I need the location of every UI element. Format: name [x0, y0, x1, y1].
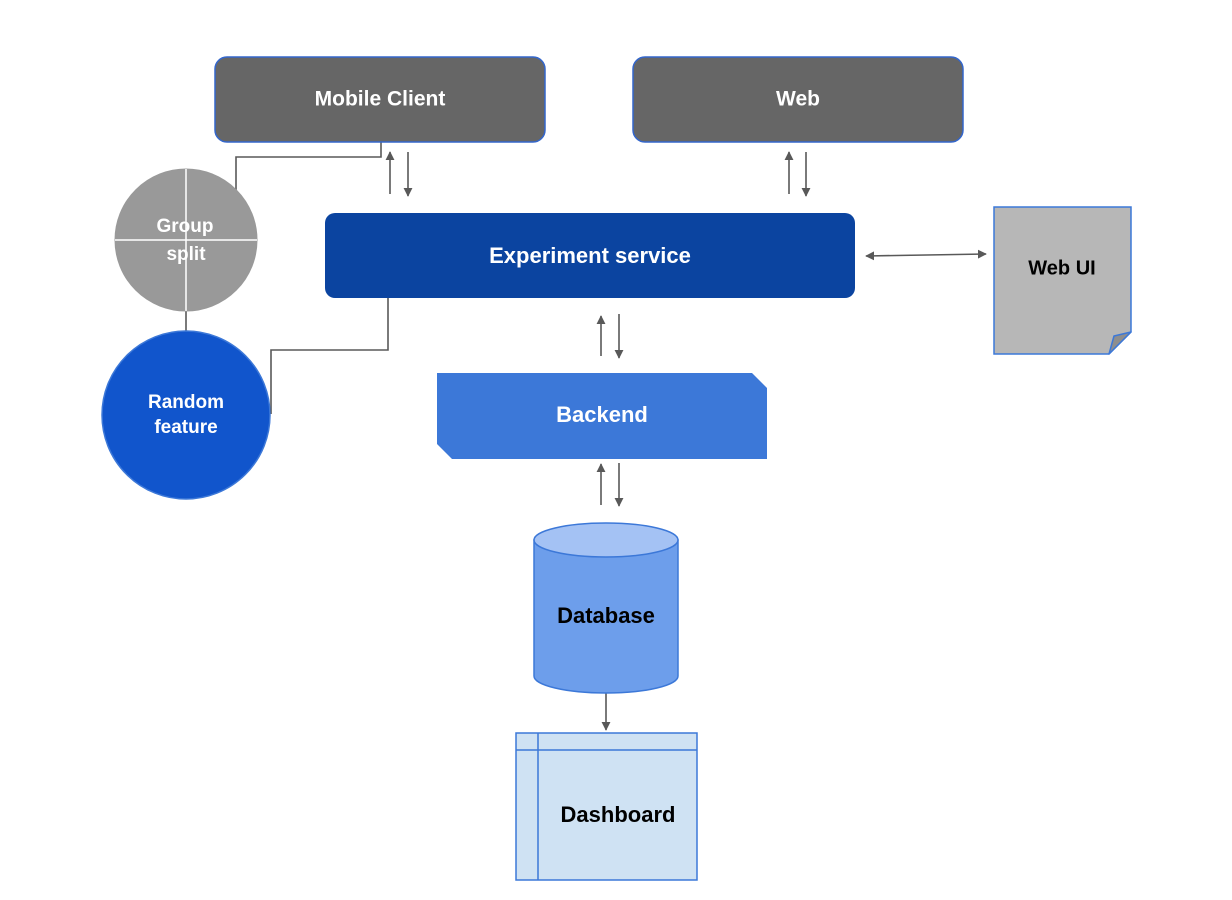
web-label: Web	[776, 88, 820, 111]
line-experiment-to-random	[270, 287, 389, 414]
database-label: Database	[557, 603, 655, 628]
dashboard-box	[515, 732, 698, 881]
random-feature-circle	[101, 330, 271, 500]
web-ui-folded-corner	[1108, 331, 1132, 355]
random-feature-label-line1: Random	[148, 392, 224, 413]
database-node: Database	[533, 522, 679, 694]
arrow-experiment-webui	[865, 249, 987, 261]
database-top	[533, 522, 679, 558]
mobile-client-node: Mobile Client	[214, 56, 546, 143]
mobile-client-box	[214, 56, 546, 143]
line-mobile-to-group-split	[235, 142, 382, 194]
experiment-service-node: Experiment service	[325, 213, 855, 298]
experiment-service-box	[325, 213, 855, 298]
dashboard-node: Dashboard	[515, 732, 698, 881]
random-feature-label-line2: feature	[154, 417, 217, 438]
dashboard-label: Dashboard	[561, 802, 676, 827]
group-split-node: Group split	[114, 168, 258, 312]
group-split-label-line1: Group	[157, 216, 214, 237]
backend-label: Backend	[556, 402, 648, 427]
backend-box	[437, 373, 767, 459]
web-ui-node: Web UI	[993, 206, 1132, 355]
web-node: Web	[632, 56, 964, 143]
web-box	[632, 56, 964, 143]
backend-node: Backend	[437, 373, 767, 459]
web-ui-label: Web UI	[1028, 257, 1095, 279]
random-feature-node: Random feature	[101, 330, 271, 500]
experiment-service-label: Experiment service	[489, 243, 691, 268]
group-split-label-line2: split	[166, 244, 206, 265]
web-ui-document	[993, 206, 1132, 355]
mobile-client-label: Mobile Client	[315, 88, 446, 111]
database-body	[533, 539, 679, 694]
